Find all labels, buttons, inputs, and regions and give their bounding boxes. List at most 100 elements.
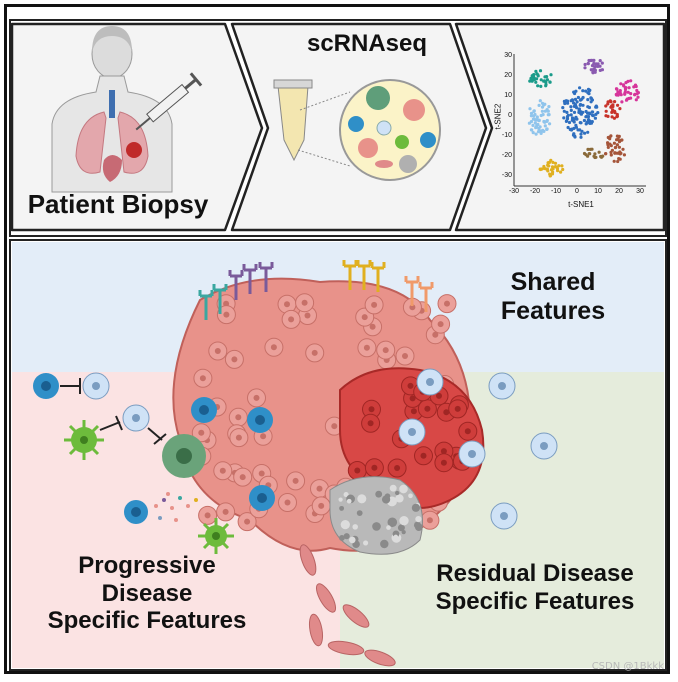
tsne-point (629, 96, 633, 100)
tsne-point (547, 105, 551, 109)
necrotic-debris (380, 539, 389, 549)
residual-features-label: Residual Disease Specific Features (410, 560, 660, 615)
tsne-point (610, 148, 615, 152)
tsne-point (614, 92, 618, 97)
tsne-point (612, 141, 617, 145)
figure-frame (4, 4, 670, 674)
tsne-point (538, 167, 542, 171)
tsne-y-tick: 10 (504, 92, 512, 99)
tsne-point (545, 127, 549, 131)
tumor-cell-nucleus (402, 353, 408, 359)
tsne-point (579, 110, 583, 114)
tumor-cell-nucleus (331, 423, 338, 430)
tsne-y-tick: -10 (501, 132, 512, 139)
tsne-point (530, 128, 534, 132)
tsne-point (540, 109, 545, 113)
step-label-patient-biopsy: Patient Biopsy (27, 189, 209, 219)
tsne-point (542, 79, 546, 83)
necrotic-debris (352, 524, 358, 530)
necrotic-debris (343, 492, 349, 498)
tsne-point (622, 153, 627, 157)
progressive-label-line2: Disease (101, 579, 193, 607)
tumor-cell-nucleus (253, 394, 260, 401)
tumor-cell-nucleus (316, 485, 323, 492)
tsne-point (531, 131, 535, 135)
tumor-cell-nucleus (235, 414, 242, 421)
necrotic-debris (408, 493, 413, 499)
tumor-cell-nucleus (223, 311, 230, 318)
tsne-point (532, 73, 536, 77)
tsne-point (579, 132, 583, 136)
tsne-point (604, 104, 608, 108)
tsne-point (543, 109, 548, 113)
tsne-point (549, 73, 553, 77)
tsne-point (596, 111, 600, 115)
tsne-point (569, 113, 573, 117)
tsne-point (619, 93, 623, 97)
tsne-plot (513, 54, 646, 187)
tsne-point (635, 88, 639, 93)
tumor-cell-nucleus (301, 299, 308, 306)
tsne-point (612, 159, 616, 163)
tumor-cell-nucleus (284, 301, 290, 308)
tumor-cell-nucleus (363, 344, 370, 351)
tsne-point (570, 116, 575, 120)
necrotic-spots (338, 484, 423, 549)
tsne-point (604, 152, 608, 156)
tsne-point (581, 103, 585, 107)
tsne-point (588, 147, 593, 151)
necrotic-debris (389, 484, 397, 492)
dish-cell (399, 155, 417, 173)
tsne-point (572, 110, 577, 114)
necrotic-debris (384, 493, 391, 499)
tsne-point (591, 114, 595, 118)
tsne-point (595, 105, 599, 109)
tsne-point (547, 164, 551, 168)
tsne-point (566, 101, 570, 105)
tumor-cell-nucleus (444, 300, 450, 307)
tsne-point (606, 145, 610, 149)
tsne-point (548, 174, 552, 178)
tsne-point (569, 105, 573, 109)
necrotic-debris (401, 529, 406, 535)
tumor-cell-nucleus (270, 344, 277, 351)
tsne-point (535, 72, 539, 76)
dish-cell (420, 132, 436, 148)
tumor-cell-nucleus (260, 433, 267, 440)
tsne-point (606, 141, 610, 145)
tumor-cell-nucleus (361, 314, 368, 321)
tsne-point (627, 86, 631, 90)
tsne-point (609, 144, 613, 148)
progressive-label-line1: Progressive (78, 552, 216, 579)
tsne-point (565, 110, 569, 114)
necrotic-debris (338, 497, 343, 502)
tsne-point (621, 147, 625, 151)
necrotic-debris (339, 505, 345, 511)
tsne-point (560, 164, 564, 168)
tsne-point (542, 164, 546, 169)
tsne-point (625, 97, 629, 101)
tumor-cell-red-nucleus (354, 467, 361, 474)
dendritic-cell (64, 420, 104, 460)
tsne-point (606, 100, 610, 104)
tumor-cell-nucleus (198, 429, 205, 436)
tsne-point (545, 119, 549, 123)
tsne-point (527, 121, 532, 125)
tsne-point (626, 90, 630, 94)
tumor-cell-red-nucleus (440, 459, 447, 466)
tsne-point (610, 104, 614, 108)
tsne-point (590, 58, 594, 63)
tsne-point (542, 129, 546, 133)
tsne-point (538, 69, 543, 73)
tsne-point (534, 132, 538, 136)
tsne-point (565, 117, 570, 121)
tsne-point (592, 154, 596, 158)
tsne-x-label: t-SNE1 (568, 200, 594, 209)
tsne-point (620, 100, 624, 104)
tsne-point (572, 126, 576, 130)
tsne-point (616, 159, 620, 164)
tsne-point (553, 165, 558, 169)
tumor-cell-red-nucleus (368, 406, 375, 413)
tsne-point (550, 165, 555, 169)
